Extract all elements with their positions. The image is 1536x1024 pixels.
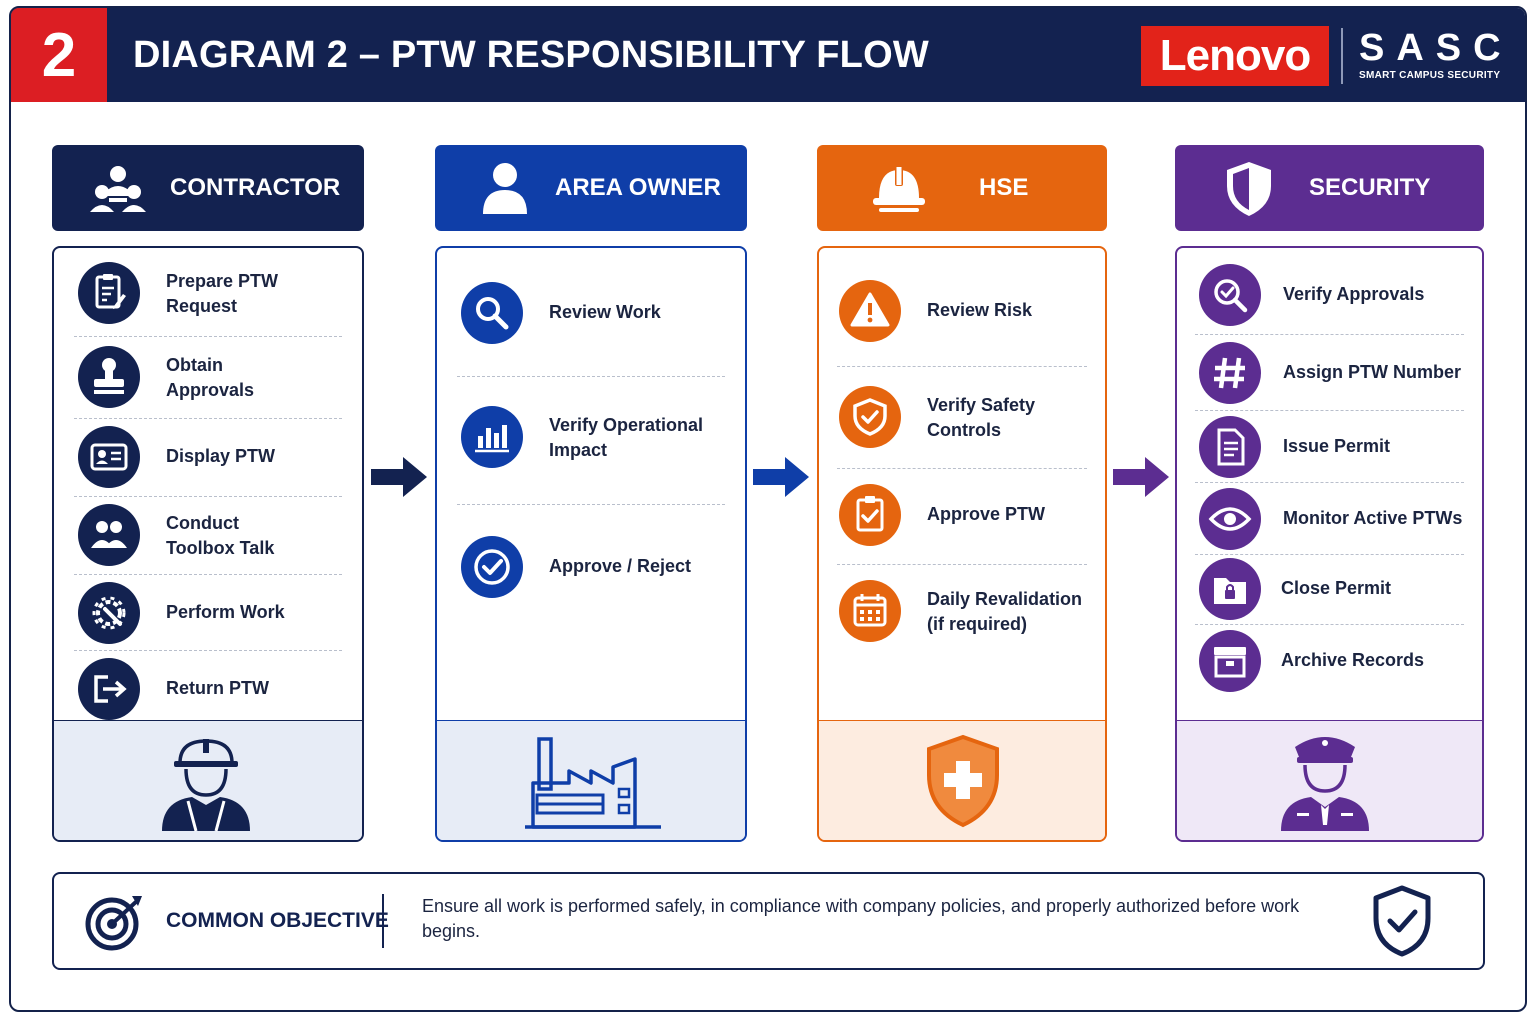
security-panel: Verify Approvals Assign PTW Number [1175,246,1484,842]
gear-wrench-icon [92,596,126,630]
flow-arrow-icon [371,457,427,497]
locked-folder-icon [1214,578,1246,604]
hse-header: HSE [817,145,1107,231]
flow-arrow-icon [1113,457,1169,497]
security-step-label: Monitor Active PTWs [1283,508,1463,528]
diagram-frame: 2 DIAGRAM 2 – PTW RESPONSIBILITY FLOW Le… [9,6,1527,1012]
check-circle-icon [474,549,510,585]
header-bar: 2 DIAGRAM 2 – PTW RESPONSIBILITY FLOW Le… [11,8,1525,102]
hse-footer [819,720,1105,840]
sasc-logo-text: SASC [1359,27,1513,69]
diagram-number: 2 [11,8,107,102]
contractor-footer [54,720,362,840]
lenovo-logo: Lenovo [1141,26,1329,86]
divider [74,336,342,337]
hse-step-label: Review Risk [927,300,1033,320]
hse-step-label: Approve PTW [927,504,1046,524]
people-group-icon [90,166,146,212]
shield-check-icon [853,398,887,436]
area-owner-step-label: Review Work [549,302,661,322]
security-step-label: Close Permit [1281,578,1392,598]
hse-step-label: Daily Revalidation (if required) [927,589,1083,634]
id-card-icon [90,443,128,471]
security-step-label: Issue Permit [1283,436,1391,456]
clipboard-check-icon [856,496,884,532]
contractor-step-label: Perform Work [166,602,285,622]
divider [74,574,342,575]
area-owner-footer [437,720,745,840]
divider [1195,482,1464,483]
stamp-icon [94,358,124,394]
construction-worker-icon [162,739,250,832]
hard-hat-icon [873,166,925,212]
security-header: SECURITY [1175,145,1484,231]
hash-icon [1214,357,1245,389]
divider [457,504,725,505]
area-owner-step-label: Approve / Reject [549,556,692,576]
security-step-label: Assign PTW Number [1283,362,1462,382]
security-title: SECURITY [1309,174,1431,201]
person-icon [483,163,527,214]
bar-chart-icon [475,425,509,453]
eye-icon [1208,507,1252,531]
shield-check-icon [1373,885,1431,957]
area-owner-panel: Review Work Verify Operational Impact [435,246,747,842]
divider [837,564,1087,565]
contractor-panel: Prepare PTW Request Obtain Approvals [52,246,364,842]
sasc-logo-subtitle: SMART CAMPUS SECURITY [1359,70,1501,81]
factory-icon [525,737,661,829]
divider [837,468,1087,469]
warning-icon [850,292,890,327]
magnifier-check-icon [1214,279,1248,313]
area-owner-header: AREA OWNER [435,145,747,231]
shield-icon [1227,162,1271,216]
security-guard-icon [1281,737,1369,831]
contractor-step-label: Obtain Approvals [166,355,255,400]
contractor-title: CONTRACTOR [170,174,341,201]
divider [837,366,1087,367]
header-divider [1341,28,1343,84]
objective-label: COMMON OBJECTIVE [166,909,389,932]
objective-text: Ensure all work is performed safely, in … [422,896,1300,941]
return-icon [94,675,127,703]
page-title: DIAGRAM 2 – PTW RESPONSIBILITY FLOW [133,33,929,76]
divider [1195,410,1464,411]
area-owner-step-label: Verify Operational Impact [549,415,704,460]
contractor-step-label: Display PTW [166,446,276,466]
magnifier-icon [476,297,509,330]
security-step-label: Archive Records [1281,650,1425,670]
hse-step-label: Verify Safety Controls [927,395,1036,440]
clipboard-edit-icon [95,274,126,309]
divider [74,418,342,419]
archive-box-icon [1214,647,1246,678]
divider [1195,334,1464,335]
flow-arrow-icon [753,457,809,497]
area-owner-title: AREA OWNER [555,174,721,201]
contractor-step-label: Return PTW [166,678,269,698]
security-footer [1177,720,1482,840]
objective-divider [382,894,384,948]
security-step-label: Verify Approvals [1283,284,1425,304]
hse-panel: Review Risk Verify Safety Controls Ap [817,246,1107,842]
divider [1195,624,1464,625]
contractor-header: CONTRACTOR [52,145,364,231]
divider [74,496,342,497]
divider [74,650,342,651]
document-icon [1217,428,1245,466]
contractor-step-label: Conduct Toolbox Talk [166,513,275,558]
hse-title: HSE [979,174,1029,201]
team-icon [91,521,127,548]
contractor-step-label: Prepare PTW Request [166,271,279,316]
divider [1195,554,1464,555]
divider [457,376,725,377]
target-icon [85,896,142,951]
calendar-icon [853,594,887,627]
shield-cross-icon [927,734,999,828]
common-objective-panel: COMMON OBJECTIVE Ensure all work is perf… [52,872,1485,970]
sasc-logo: SASC SMART CAMPUS SECURITY [1359,28,1513,81]
